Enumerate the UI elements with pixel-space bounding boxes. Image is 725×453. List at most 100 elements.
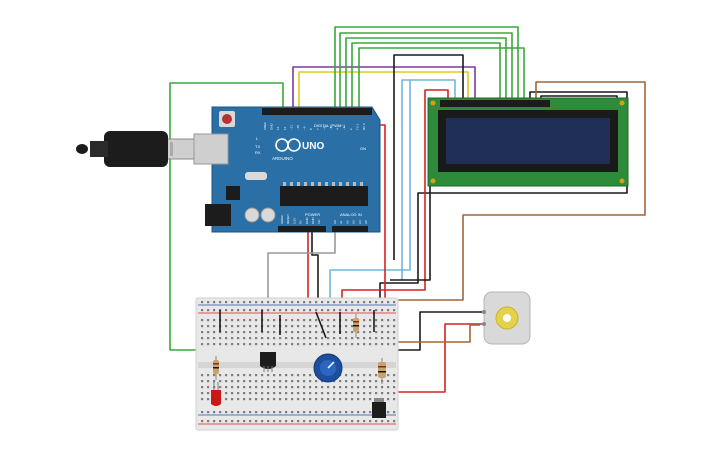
breadboard-hole [303, 374, 306, 377]
breadboard-hole [249, 309, 252, 312]
breadboard-hole [363, 309, 366, 312]
breadboard-hole [249, 420, 252, 423]
breadboard-hole [315, 380, 318, 383]
breadboard-hole [309, 325, 312, 328]
arduino-uno[interactable]: UNO ARDUINO DIGITAL (PWM~) POWER ANALOG … [193, 106, 381, 233]
breadboard-hole [285, 343, 288, 346]
breadboard-hole [213, 309, 216, 312]
breadboard-hole [285, 337, 288, 340]
breadboard-hole [321, 343, 324, 346]
breadboard-hole [231, 301, 234, 304]
breadboard-hole [303, 331, 306, 334]
resistor-right[interactable] [378, 358, 386, 384]
breadboard-hole [345, 301, 348, 304]
wire-black-motor[interactable] [396, 311, 482, 351]
breadboard-hole [339, 343, 342, 346]
breadboard-hole [381, 319, 384, 322]
breadboard-hole [201, 343, 204, 346]
breadboard-hole [231, 343, 234, 346]
wire-blue-lcd[interactable] [401, 79, 456, 280]
wire-green-5[interactable] [358, 47, 525, 112]
breadboard-hole [303, 411, 306, 414]
breadboard-hole [339, 301, 342, 304]
wire-black-lcd-2[interactable] [379, 91, 628, 300]
breadboard-hole [273, 309, 276, 312]
breadboard-hole [219, 331, 222, 334]
breadboard-hole [225, 392, 228, 395]
breadboard-hole [369, 411, 372, 414]
dc-motor[interactable] [482, 291, 531, 345]
breadboard-hole [345, 331, 348, 334]
digital-pin-label-4: ~11 [289, 125, 293, 130]
digital-pin-label-8: 7 [316, 128, 320, 130]
breadboard-hole [345, 337, 348, 340]
breadboard-hole [351, 337, 354, 340]
wire-red-motor[interactable] [392, 323, 482, 393]
breadboard-hole [303, 325, 306, 328]
breadboard-hole [243, 411, 246, 414]
analog-pin-label-4: A4 [358, 220, 362, 224]
breadboard-hole [291, 331, 294, 334]
breadboard-hole [267, 343, 270, 346]
breadboard-hole [255, 319, 258, 322]
breadboard-hole [387, 331, 390, 334]
analog-pin-label-3: A3 [352, 220, 356, 224]
breadboard-hole [279, 420, 282, 423]
breadboard-hole [309, 331, 312, 334]
breadboard-hole [351, 420, 354, 423]
breadboard-hole [357, 420, 360, 423]
breadboard-hole [339, 392, 342, 395]
breadboard-hole [291, 301, 294, 304]
breadboard-hole [351, 392, 354, 395]
wire-green-4[interactable] [351, 42, 501, 112]
breadboard-hole [375, 380, 378, 383]
breadboard-hole [393, 420, 396, 423]
breadboard-hole [207, 380, 210, 383]
breadboard-hole [267, 309, 270, 312]
breadboard-hole [303, 386, 306, 389]
led[interactable] [211, 382, 221, 406]
breadboard-hole [273, 420, 276, 423]
breadboard-hole [375, 392, 378, 395]
breadboard-hole [273, 301, 276, 304]
wire-black-lcd-1[interactable] [393, 54, 464, 260]
wire-purple[interactable] [292, 66, 476, 112]
wire-blue-pot[interactable] [329, 80, 411, 310]
breadboard-hole [357, 380, 360, 383]
breadboard-hole [201, 411, 204, 414]
temperature-sensor[interactable] [260, 352, 276, 372]
breadboard-hole [201, 309, 204, 312]
breadboard-hole [321, 337, 324, 340]
resistor-motor[interactable] [353, 314, 359, 338]
breadboard-hole [231, 319, 234, 322]
wire-black-gnd[interactable] [311, 230, 319, 310]
breadboard-hole [237, 337, 240, 340]
breadboard-hole [207, 331, 210, 334]
wire-gray[interactable] [267, 230, 336, 335]
breadboard-hole [237, 319, 240, 322]
wire-green-1[interactable] [334, 26, 519, 112]
breadboard-hole [201, 337, 204, 340]
potentiometer[interactable] [313, 353, 343, 383]
breadboard-hole [225, 411, 228, 414]
breadboard-hole [249, 398, 252, 401]
wire-yellow[interactable] [298, 71, 469, 112]
breadboard[interactable] [195, 297, 399, 431]
breadboard-hole [327, 337, 330, 340]
breadboard-hole [207, 420, 210, 423]
resistor-led[interactable] [213, 356, 219, 380]
breadboard-hole [201, 374, 204, 377]
wire-green-3[interactable] [345, 37, 507, 112]
lcd-16x2[interactable] [427, 97, 629, 187]
wire-red-lcd[interactable] [341, 89, 449, 310]
breadboard-hole [357, 337, 360, 340]
wire-green-2[interactable] [339, 32, 513, 112]
breadboard-hole [207, 325, 210, 328]
breadboard-hole [333, 337, 336, 340]
breadboard-hole [219, 380, 222, 383]
breadboard-hole [309, 398, 312, 401]
breadboard-hole [327, 325, 330, 328]
transistor[interactable] [372, 398, 386, 418]
breadboard-hole [357, 374, 360, 377]
